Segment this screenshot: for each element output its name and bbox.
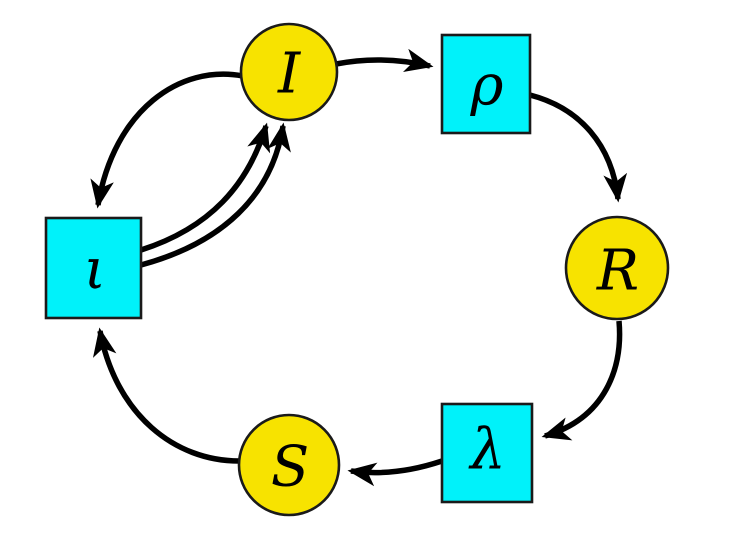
- node-S: S: [237, 413, 341, 517]
- node-iota: ι: [44, 216, 143, 320]
- node-rho-label: ρ: [470, 54, 504, 119]
- node-I-circle: [239, 22, 339, 122]
- edge-iota-to-I-second: [140, 122, 291, 268]
- node-iota-square: [44, 216, 143, 320]
- edge-rho-to-R: [529, 92, 628, 203]
- node-lambda-label: λ: [468, 418, 506, 483]
- node-S-circle: [237, 413, 341, 517]
- node-rho: ρ: [440, 33, 532, 135]
- node-R-label: R: [596, 239, 639, 304]
- edge-lambda-to-S: [347, 458, 443, 487]
- node-rho-square: [440, 33, 532, 135]
- edges: [90, 48, 628, 487]
- node-lambda-square: [440, 402, 534, 504]
- node-S-label: S: [271, 435, 309, 500]
- node-R-circle: [564, 215, 670, 321]
- edge-I-to-rho: [335, 48, 434, 73]
- node-I: I: [239, 22, 339, 122]
- edge-I-to-iota: [90, 71, 244, 209]
- edge-S-to-iota: [92, 327, 240, 464]
- node-iota-label: ι: [84, 238, 106, 303]
- edge-iota-to-I-first: [140, 122, 271, 253]
- node-I-label: I: [277, 42, 302, 107]
- edge-R-to-lambda: [541, 320, 623, 441]
- node-R: R: [564, 215, 670, 321]
- node-lambda: λ: [440, 402, 534, 504]
- nodes: I ρ R λ S ι: [44, 22, 670, 517]
